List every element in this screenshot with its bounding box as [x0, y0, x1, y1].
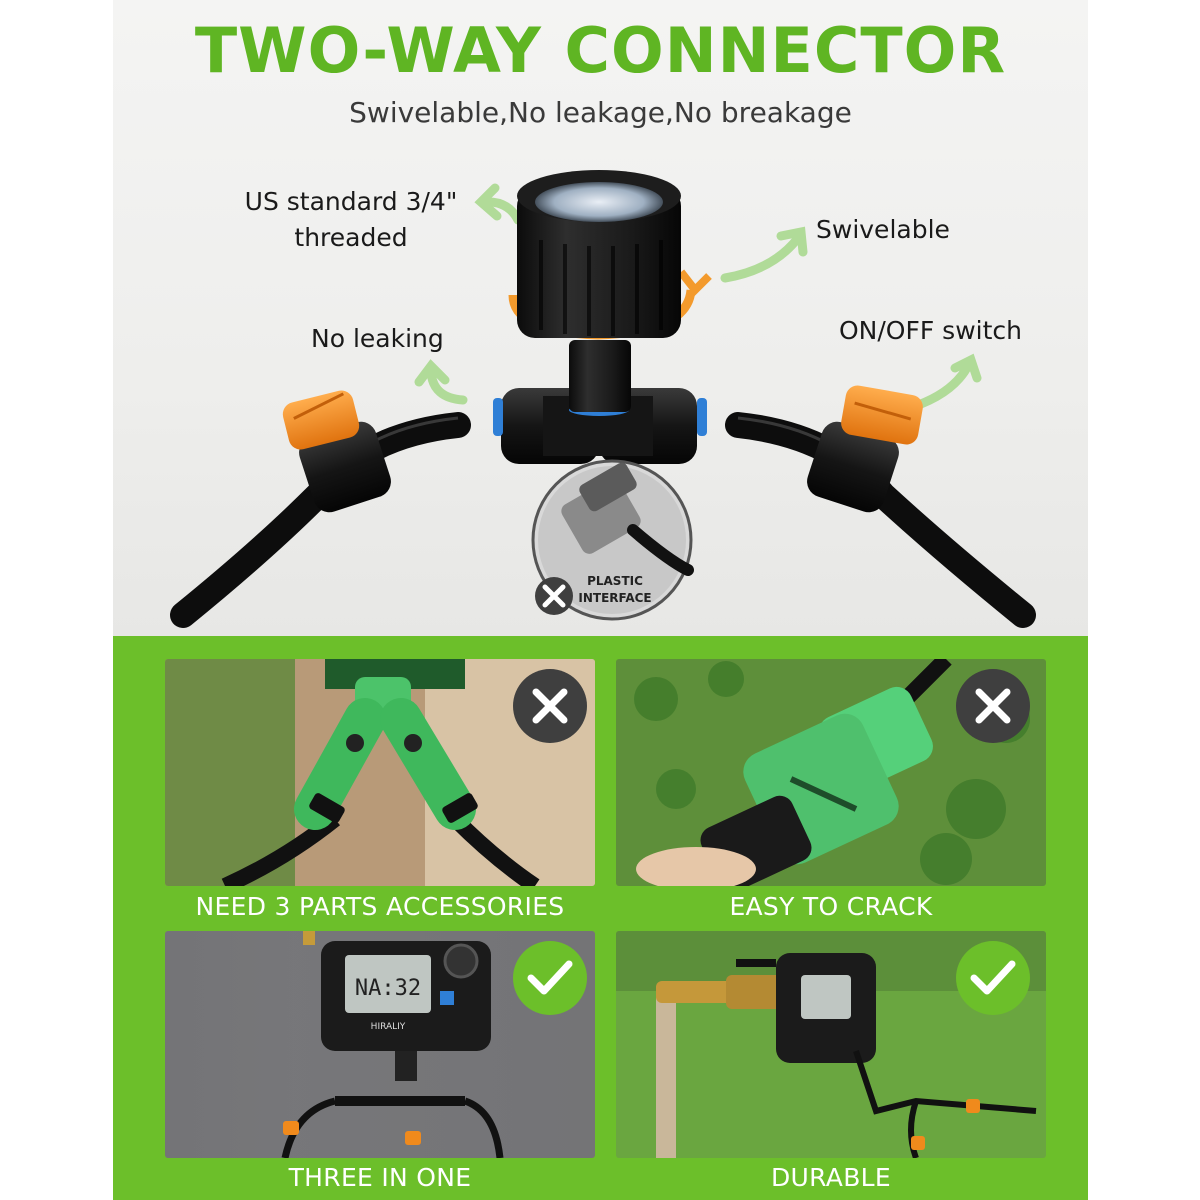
callout-thread-line2: threaded — [294, 223, 408, 252]
arrow-swivel-icon — [720, 226, 808, 283]
cap-opening — [535, 182, 663, 222]
callout-thread: US standard 3/4" threaded — [231, 184, 471, 256]
arrow-thread-icon — [474, 183, 523, 225]
timer-display-text: NA:32 — [355, 976, 421, 1001]
connector-illustration: PLASTIC INTERFACE — [170, 170, 1036, 628]
panel3-caption: THREE IN ONE — [288, 1163, 472, 1192]
panel2-x-badge-icon — [956, 669, 1030, 743]
panel-timer-on-wall: NA:32 HIRALIY — [165, 931, 595, 1158]
timer-lcd — [345, 955, 431, 1013]
arrow-leak-icon — [414, 359, 468, 405]
callout-switch: ON/OFF switch — [839, 316, 1022, 345]
tee-body — [493, 340, 707, 464]
callout-leak: No leaking — [311, 324, 444, 353]
timer-wall-photo: NA:32 HIRALIY — [165, 931, 595, 1158]
comparison-section: NEED 3 PARTS ACCESSORIES EASY TO CRACK — [113, 636, 1088, 1200]
panel4-caption: DURABLE — [771, 1163, 891, 1192]
threaded-cap — [517, 170, 681, 338]
timer-brand-label: HIRALIY — [371, 1022, 406, 1032]
hero-section: TWO-WAY CONNECTOR Swivelable,No leakage,… — [113, 0, 1088, 636]
panel1-x-badge-icon — [513, 669, 587, 743]
inset-label-line1: PLASTIC — [587, 574, 643, 588]
panel1-caption: NEED 3 PARTS ACCESSORIES — [195, 892, 565, 921]
left-blue-seal — [493, 398, 503, 436]
callout-swivel: Swivelable — [816, 215, 950, 244]
page-subtitle: Swivelable,No leakage,No breakage — [349, 96, 852, 129]
callout-thread-line1: US standard 3/4" — [244, 187, 458, 216]
product-infographic: TWO-WAY CONNECTOR Swivelable,No leakage,… — [113, 0, 1088, 1200]
right-valve — [807, 385, 923, 513]
right-orange-knob — [841, 385, 923, 445]
right-blue-seal — [697, 398, 707, 436]
plastic-interface-inset: PLASTIC INTERFACE — [531, 459, 694, 621]
panel3-check-badge-icon — [513, 941, 587, 1015]
inset-label-line2: INTERFACE — [578, 591, 651, 605]
left-orange-knob — [282, 390, 360, 450]
left-valve — [282, 390, 391, 513]
panel2-caption: EASY TO CRACK — [729, 892, 933, 921]
panel4-check-badge-icon — [956, 941, 1030, 1015]
page-title: TWO-WAY CONNECTOR — [194, 14, 1007, 87]
